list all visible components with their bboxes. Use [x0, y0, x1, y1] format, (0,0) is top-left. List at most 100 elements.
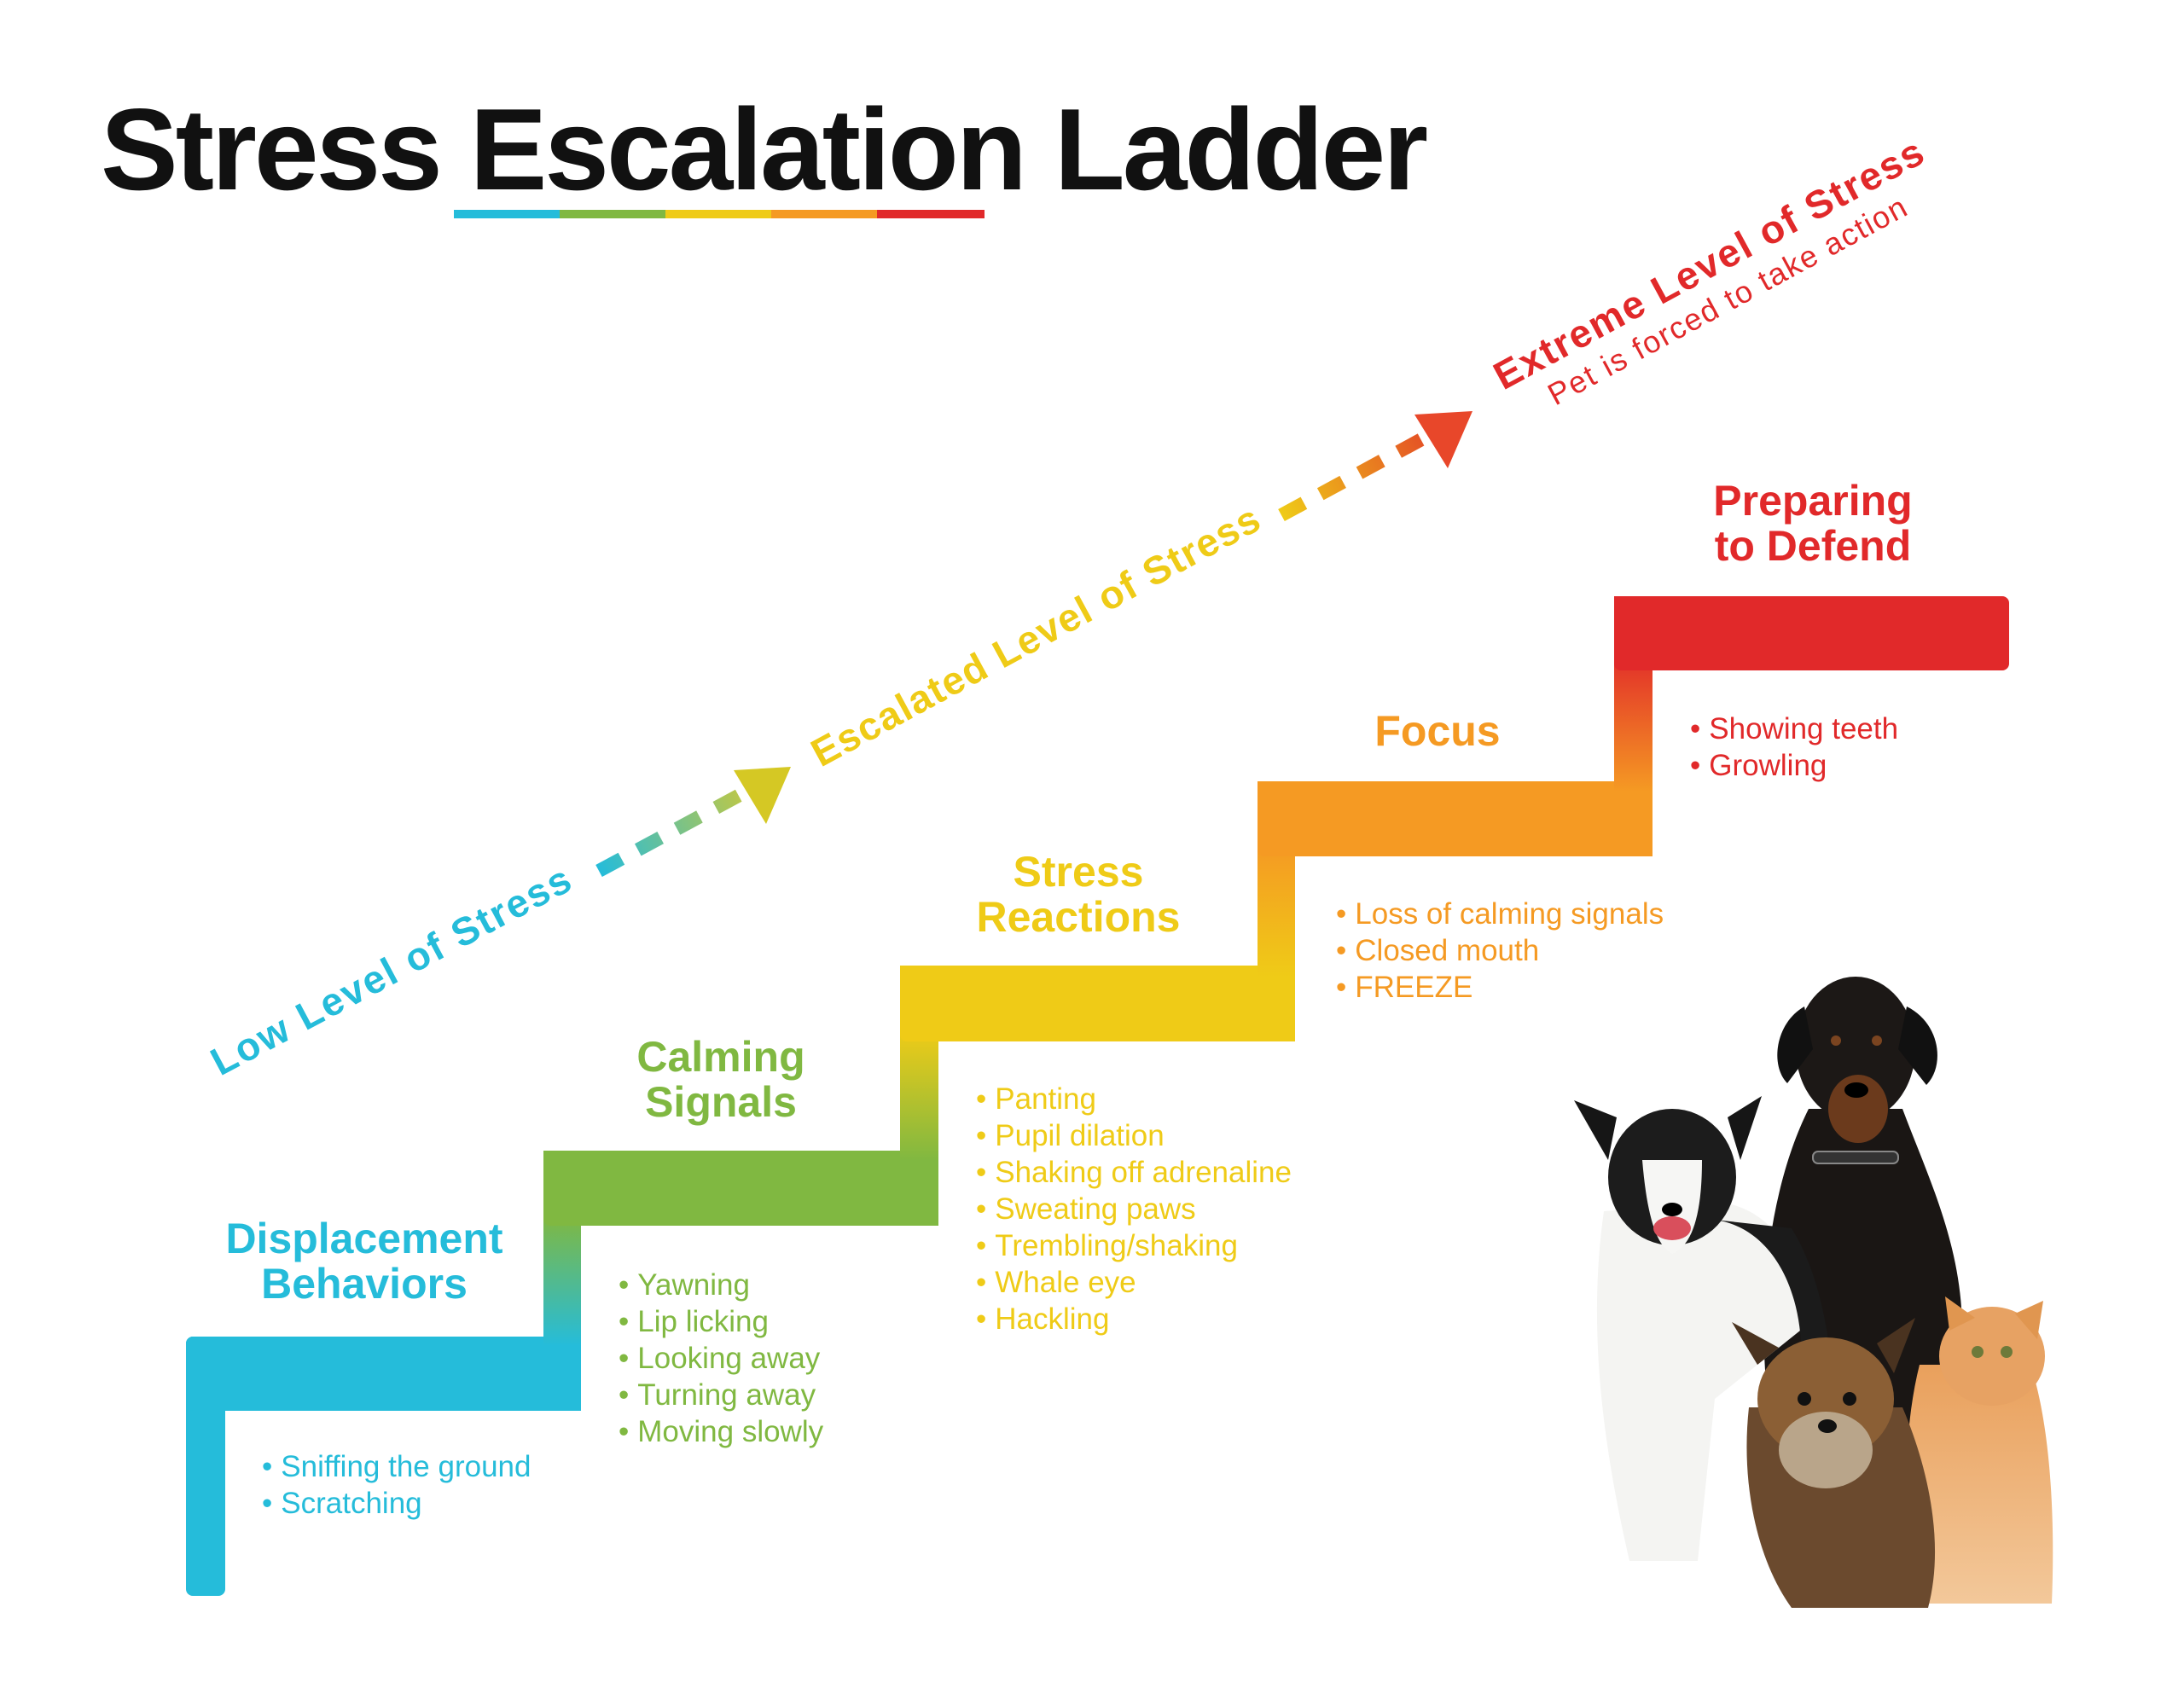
bullet-icon: •	[1336, 897, 1346, 931]
behavior-list-item: • Panting	[976, 1082, 1096, 1116]
behavior-list-item: • Whale eye	[976, 1266, 1136, 1299]
yorkshire-terrier-dog	[1732, 1318, 1936, 1608]
behavior-list-item: •Looking away	[619, 1342, 821, 1375]
bullet-icon: •	[976, 1192, 986, 1226]
behavior-text: Closed mouth	[1355, 934, 1539, 967]
bullet-icon: •	[619, 1342, 629, 1375]
low-level-of-stress-label: Low Level of Stress	[203, 856, 578, 1084]
bullet-icon: •	[262, 1450, 272, 1483]
behavior-list-item: • Growling	[1690, 749, 1827, 782]
step-2-behavior-list: •Yawning•Lip licking•Looking away•Turnin…	[619, 1268, 824, 1448]
underline-segment-yellow	[665, 210, 772, 218]
behavior-text: Lip licking	[637, 1305, 769, 1338]
behavior-text: Moving slowly	[637, 1415, 823, 1448]
step-1-behavior-list: • Sniffing the ground • Scratching	[262, 1450, 531, 1520]
step-1-heading: Displacement Behaviors	[225, 1215, 502, 1308]
bullet-icon: •	[976, 1302, 986, 1336]
step-4-tread	[1258, 781, 1653, 856]
step-3-title-line2: Reactions	[977, 893, 1181, 941]
step-3-tread	[900, 966, 1295, 1041]
title-underline	[454, 210, 985, 218]
bullet-icon: •	[1690, 749, 1700, 782]
bullet-icon: •	[619, 1268, 629, 1302]
step-3-heading: Stress Reactions	[977, 848, 1181, 941]
page-title: Stress Escalation Ladder	[101, 84, 1429, 218]
behavior-list-item: •Lip licking	[619, 1305, 769, 1338]
step-5-tread	[1614, 596, 2009, 670]
step-2-heading: Calming Signals	[636, 1033, 804, 1126]
bullet-icon: •	[619, 1378, 629, 1412]
step-4-heading: Focus	[1374, 707, 1500, 755]
behavior-text: Sweating paws	[995, 1192, 1195, 1226]
bullet-icon: •	[1336, 934, 1346, 967]
step-3-title-line1: Stress	[1014, 848, 1144, 896]
dogs-and-cat-photo	[1574, 977, 2053, 1608]
behavior-text: Sniffing the ground	[281, 1450, 531, 1483]
border-collie-dog	[1574, 1096, 1834, 1561]
bullet-icon: •	[976, 1229, 986, 1262]
behavior-list-item: • Showing teeth	[1690, 712, 1898, 745]
step-5-behavior-list: • Showing teeth • Growling	[1690, 712, 1898, 782]
bullet-icon: •	[1690, 712, 1700, 745]
underline-segment-red	[877, 210, 985, 218]
step-2-tread	[543, 1151, 938, 1226]
bullet-icon: •	[619, 1305, 629, 1338]
behavior-text: Hackling	[995, 1302, 1109, 1336]
step-5-heading: Preparing to Defend	[1713, 477, 1912, 570]
behavior-list-item: • Sweating paws	[976, 1192, 1196, 1226]
behavior-text: Trembling/shaking	[995, 1229, 1238, 1262]
behavior-list-item: • FREEZE	[1336, 971, 1472, 1004]
behavior-text: Looking away	[637, 1342, 821, 1375]
behavior-list-item: •Moving slowly	[619, 1415, 824, 1448]
title-text: Stress Escalation Ladder	[101, 84, 1426, 214]
behavior-list-item: • Trembling/shaking	[976, 1229, 1238, 1262]
ladder-steps	[186, 596, 2009, 1596]
behavior-text: Pupil dilation	[995, 1119, 1164, 1152]
step-3-behavior-list: •Panting•Pupil dilation•Shaking off adre…	[976, 1082, 1292, 1336]
dashed-arrow-shaft	[595, 775, 767, 878]
behavior-list-item: • Closed mouth	[1336, 934, 1539, 967]
step-1-tread	[186, 1337, 581, 1411]
behavior-list-item: •Yawning	[619, 1268, 750, 1302]
underline-segment-green	[560, 210, 666, 218]
step-4-title-line1: Focus	[1374, 707, 1500, 755]
underline-segment-blue	[454, 210, 561, 218]
bullet-icon: •	[976, 1119, 986, 1152]
arrow-low-to-escalated	[595, 767, 791, 878]
behavior-list-item: •Turning away	[619, 1378, 816, 1412]
bullet-icon: •	[976, 1082, 986, 1116]
step-2-title-line2: Signals	[645, 1078, 797, 1126]
bullet-icon: •	[262, 1487, 272, 1520]
behavior-list-item: • Hackling	[976, 1302, 1110, 1336]
behavior-text: Panting	[995, 1082, 1096, 1116]
dashed-arrow-shaft	[1278, 419, 1450, 522]
extreme-level-of-stress-label: Extreme Level of Stress	[1486, 129, 1931, 397]
bullet-icon: •	[619, 1415, 629, 1448]
orange-cat	[1907, 1296, 2053, 1604]
bullet-icon: •	[976, 1156, 986, 1189]
step-2-title-line1: Calming	[636, 1033, 804, 1081]
arrow-head-icon	[1414, 411, 1472, 468]
behavior-text: FREEZE	[1355, 971, 1472, 1004]
behavior-text: Showing teeth	[1709, 712, 1898, 745]
underline-segment-orange	[771, 210, 878, 218]
behavior-text: Growling	[1709, 749, 1827, 782]
arrow-escalated-to-extreme	[1278, 411, 1472, 522]
behavior-text: Yawning	[637, 1268, 750, 1302]
behavior-list-item: • Sniffing the ground	[262, 1450, 531, 1483]
behavior-text: Whale eye	[995, 1266, 1136, 1299]
step-5-title-line2: to Defend	[1715, 522, 1912, 570]
behavior-list-item: • Scratching	[262, 1487, 422, 1520]
behavior-list-item: •Loss of calming signals	[1336, 897, 1664, 931]
step-5-title-line1: Preparing	[1713, 477, 1912, 525]
arrow-head-icon	[734, 767, 791, 824]
escalated-level-of-stress-label: Escalated Level of Stress	[804, 496, 1267, 775]
bullet-icon: •	[976, 1266, 986, 1299]
step-1-title-line1: Displacement	[225, 1215, 502, 1262]
behavior-text: Turning away	[637, 1378, 816, 1412]
step-1-title-line2: Behaviors	[261, 1260, 468, 1308]
behavior-text: Scratching	[281, 1487, 421, 1520]
bullet-icon: •	[1336, 971, 1346, 1004]
step-4-behavior-list: •Loss of calming signals•Closed mouth•FR…	[1336, 897, 1664, 1004]
